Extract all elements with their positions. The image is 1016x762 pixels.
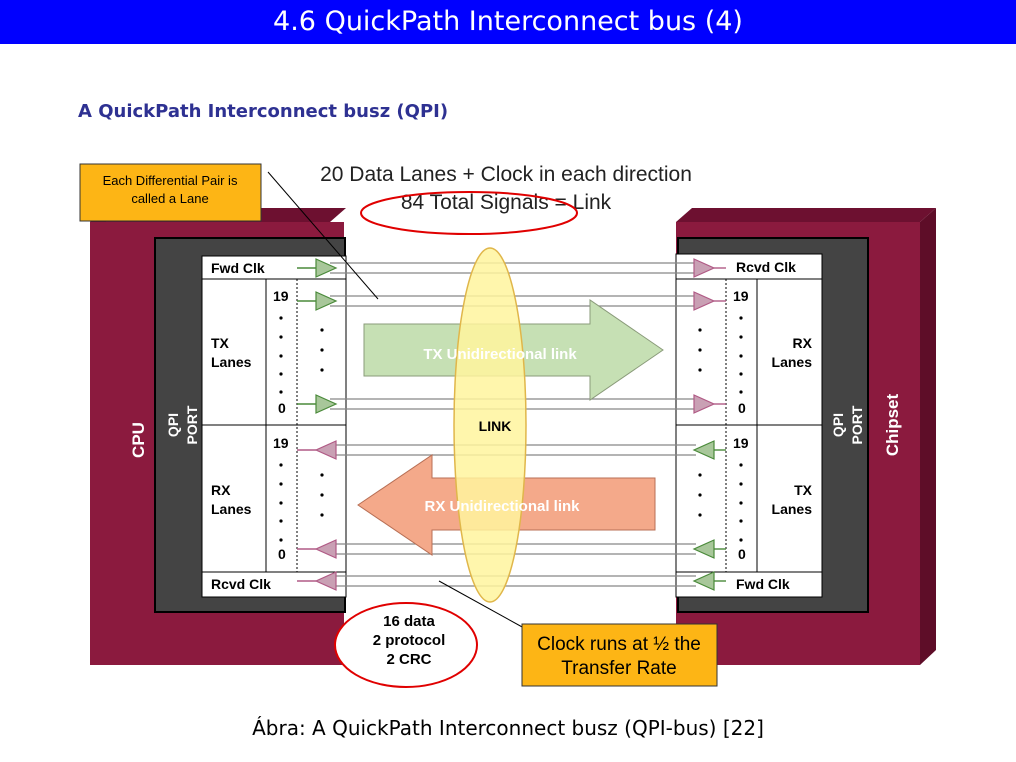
left-lower-group-line2: Lanes bbox=[211, 501, 252, 517]
breakdown-crc: 2 CRC bbox=[386, 651, 431, 668]
lane-dot bbox=[320, 328, 324, 332]
left-lane-bottom-upper: 0 bbox=[278, 400, 286, 416]
header-line1: 20 Data Lanes + Clock in each direction bbox=[320, 163, 692, 186]
cpu-label: CPU bbox=[129, 422, 148, 458]
clock-callout-pointer bbox=[438, 580, 525, 629]
lane-dot bbox=[698, 368, 702, 372]
left-lane-panel bbox=[201, 255, 347, 598]
slide-subtitle: A QuickPath Interconnect busz (QPI) bbox=[78, 101, 449, 122]
lane-dot bbox=[739, 316, 743, 320]
rx-receiver-triangle bbox=[693, 258, 716, 278]
title-bar: 4.6 QuickPath Interconnect bus (4) bbox=[0, 0, 1016, 44]
lane-dot bbox=[739, 463, 743, 467]
chipset-label: Chipset bbox=[883, 393, 902, 456]
right-upper-group-line2: Lanes bbox=[772, 354, 813, 370]
lane-dot bbox=[739, 482, 743, 486]
lane-dot bbox=[279, 316, 283, 320]
lane-dot bbox=[320, 473, 324, 477]
lane-callout-line1: Each Differential Pair is bbox=[103, 173, 238, 188]
lane-dot bbox=[279, 463, 283, 467]
tx-arrow-label: TX Unidirectional link bbox=[423, 346, 577, 363]
lane-dot bbox=[739, 335, 743, 339]
lane-dot bbox=[279, 519, 283, 523]
lane-dot bbox=[320, 513, 324, 517]
right-clk-top: Rcvd Clk bbox=[736, 259, 796, 275]
figure-caption: Ábra: A QuickPath Interconnect busz (QPI… bbox=[252, 716, 764, 740]
link-label: LINK bbox=[479, 418, 512, 434]
lane-dot bbox=[279, 482, 283, 486]
lane-dot bbox=[739, 372, 743, 376]
left-lane-bottom-lower: 0 bbox=[278, 546, 286, 562]
lane-dot bbox=[739, 538, 743, 542]
left-lane-top-lower: 19 bbox=[273, 435, 289, 451]
right-lane-top-upper: 19 bbox=[733, 288, 749, 304]
clock-callout-box bbox=[521, 623, 718, 687]
right-lane-bottom-upper: 0 bbox=[738, 400, 746, 416]
left-port-label-line1: QPI bbox=[165, 413, 181, 437]
lane-dot bbox=[739, 501, 743, 505]
lane-dot bbox=[698, 513, 702, 517]
lane-dot bbox=[698, 328, 702, 332]
lane-dot bbox=[279, 390, 283, 394]
left-lane-top-upper: 19 bbox=[273, 288, 289, 304]
lane-dot bbox=[279, 501, 283, 505]
rx-receiver-triangle bbox=[693, 291, 716, 311]
right-upper-group-line1: RX bbox=[793, 335, 813, 351]
breakdown-protocol: 2 protocol bbox=[373, 632, 446, 649]
lane-dot bbox=[279, 335, 283, 339]
lane-dots bbox=[279, 316, 743, 542]
right-lane-top-lower: 19 bbox=[733, 435, 749, 451]
left-upper-group-line2: Lanes bbox=[211, 354, 252, 370]
total-signals-highlight bbox=[360, 191, 578, 235]
lane-dot bbox=[698, 348, 702, 352]
lane-dot bbox=[739, 390, 743, 394]
slide-title: 4.6 QuickPath Interconnect bus (4) bbox=[273, 6, 743, 37]
breakdown-data: 16 data bbox=[383, 613, 435, 630]
rx-receiver-triangle bbox=[314, 571, 337, 591]
rx-receiver-triangle bbox=[314, 440, 337, 460]
clock-callout-line2: Transfer Rate bbox=[561, 658, 676, 679]
left-lower-group-line1: RX bbox=[211, 482, 231, 498]
rx-receiver-triangle bbox=[314, 539, 337, 559]
lane-dot bbox=[739, 354, 743, 358]
clock-callout-line1: Clock runs at ½ the bbox=[537, 634, 701, 655]
rx-arrow-label: RX Unidirectional link bbox=[424, 498, 580, 515]
right-lane-panel bbox=[675, 253, 823, 598]
lane-dot bbox=[698, 473, 702, 477]
lane-dot bbox=[320, 493, 324, 497]
breakdown-ellipse bbox=[334, 602, 478, 688]
lane-dot bbox=[320, 368, 324, 372]
header-line2: 84 Total Signals = Link bbox=[401, 191, 612, 214]
lane-dot bbox=[279, 538, 283, 542]
lane-dot bbox=[739, 519, 743, 523]
rx-receiver-triangle bbox=[693, 394, 716, 414]
left-upper-group-line1: TX bbox=[211, 335, 230, 351]
left-port-label-line2: PORT bbox=[184, 405, 200, 444]
link-ellipse bbox=[453, 247, 527, 603]
right-port-label-line1: QPI bbox=[830, 413, 846, 437]
lane-dot bbox=[698, 493, 702, 497]
right-lower-group-line2: Lanes bbox=[772, 501, 813, 517]
lane-callout-line2: called a Lane bbox=[131, 191, 208, 206]
right-port-label-line2: PORT bbox=[849, 405, 865, 444]
lane-callout-pointer bbox=[267, 171, 379, 300]
right-clk-bottom: Fwd Clk bbox=[736, 576, 790, 592]
right-lane-bottom-lower: 0 bbox=[738, 546, 746, 562]
left-clk-top: Fwd Clk bbox=[211, 260, 265, 276]
lane-dot bbox=[279, 354, 283, 358]
lane-dot bbox=[320, 348, 324, 352]
right-lower-group-line1: TX bbox=[794, 482, 813, 498]
lane-callout-box bbox=[79, 163, 262, 222]
left-clk-bottom: Rcvd Clk bbox=[211, 576, 271, 592]
lane-dot bbox=[279, 372, 283, 376]
